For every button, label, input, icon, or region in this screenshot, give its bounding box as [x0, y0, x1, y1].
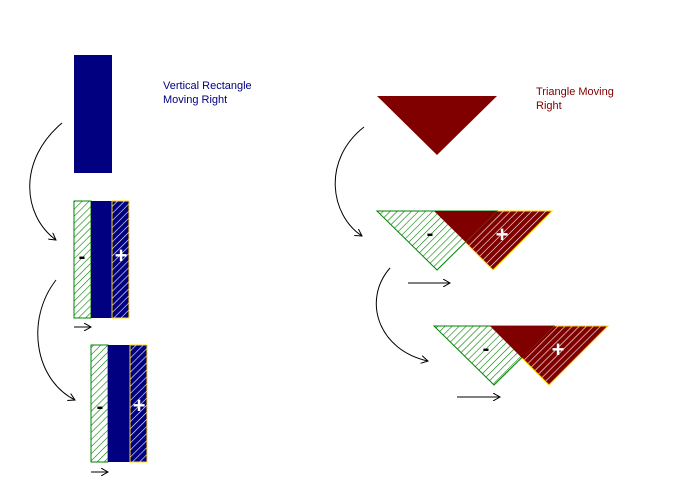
- plus-sign: +: [115, 243, 128, 268]
- plus-sign: +: [133, 393, 146, 418]
- rectangle-state-2: - +: [90, 344, 148, 472]
- plus-region: [111, 200, 130, 319]
- triangle-body: [490, 326, 554, 358]
- rectangle-label-line2: Moving Right: [163, 94, 228, 106]
- curved-arrow-icon: [375, 267, 428, 361]
- rectangle-body: [108, 345, 130, 462]
- curved-arrow-icon: [29, 122, 63, 240]
- rectangle-body: [91, 201, 112, 318]
- plus-region: [129, 344, 148, 463]
- triangle-state-1: - +: [375, 210, 554, 283]
- plus-sign: +: [496, 222, 509, 247]
- triangle-label-line1: Triangle Moving: [536, 86, 614, 98]
- triangle-state-2: - +: [432, 325, 610, 397]
- curved-arrow-icon: [334, 126, 365, 236]
- minus-sign: -: [483, 338, 490, 360]
- rectangle-label-line1: Vertical Rectangle: [163, 80, 252, 92]
- rectangle-state-1: - +: [73, 200, 130, 327]
- triangle-label-line2: Right: [536, 100, 562, 112]
- minus-sign: -: [97, 396, 104, 418]
- rectangle-original: [74, 55, 112, 173]
- triangle-label: Triangle Moving Right: [536, 85, 614, 113]
- curved-arrow-icon: [37, 279, 75, 400]
- minus-sign: -: [427, 223, 434, 245]
- triangle-body: [434, 211, 497, 242]
- triangle-original: [377, 96, 497, 155]
- plus-sign: +: [552, 337, 565, 362]
- rectangle-label: Vertical Rectangle Moving Right: [163, 79, 252, 107]
- minus-sign: -: [79, 246, 86, 268]
